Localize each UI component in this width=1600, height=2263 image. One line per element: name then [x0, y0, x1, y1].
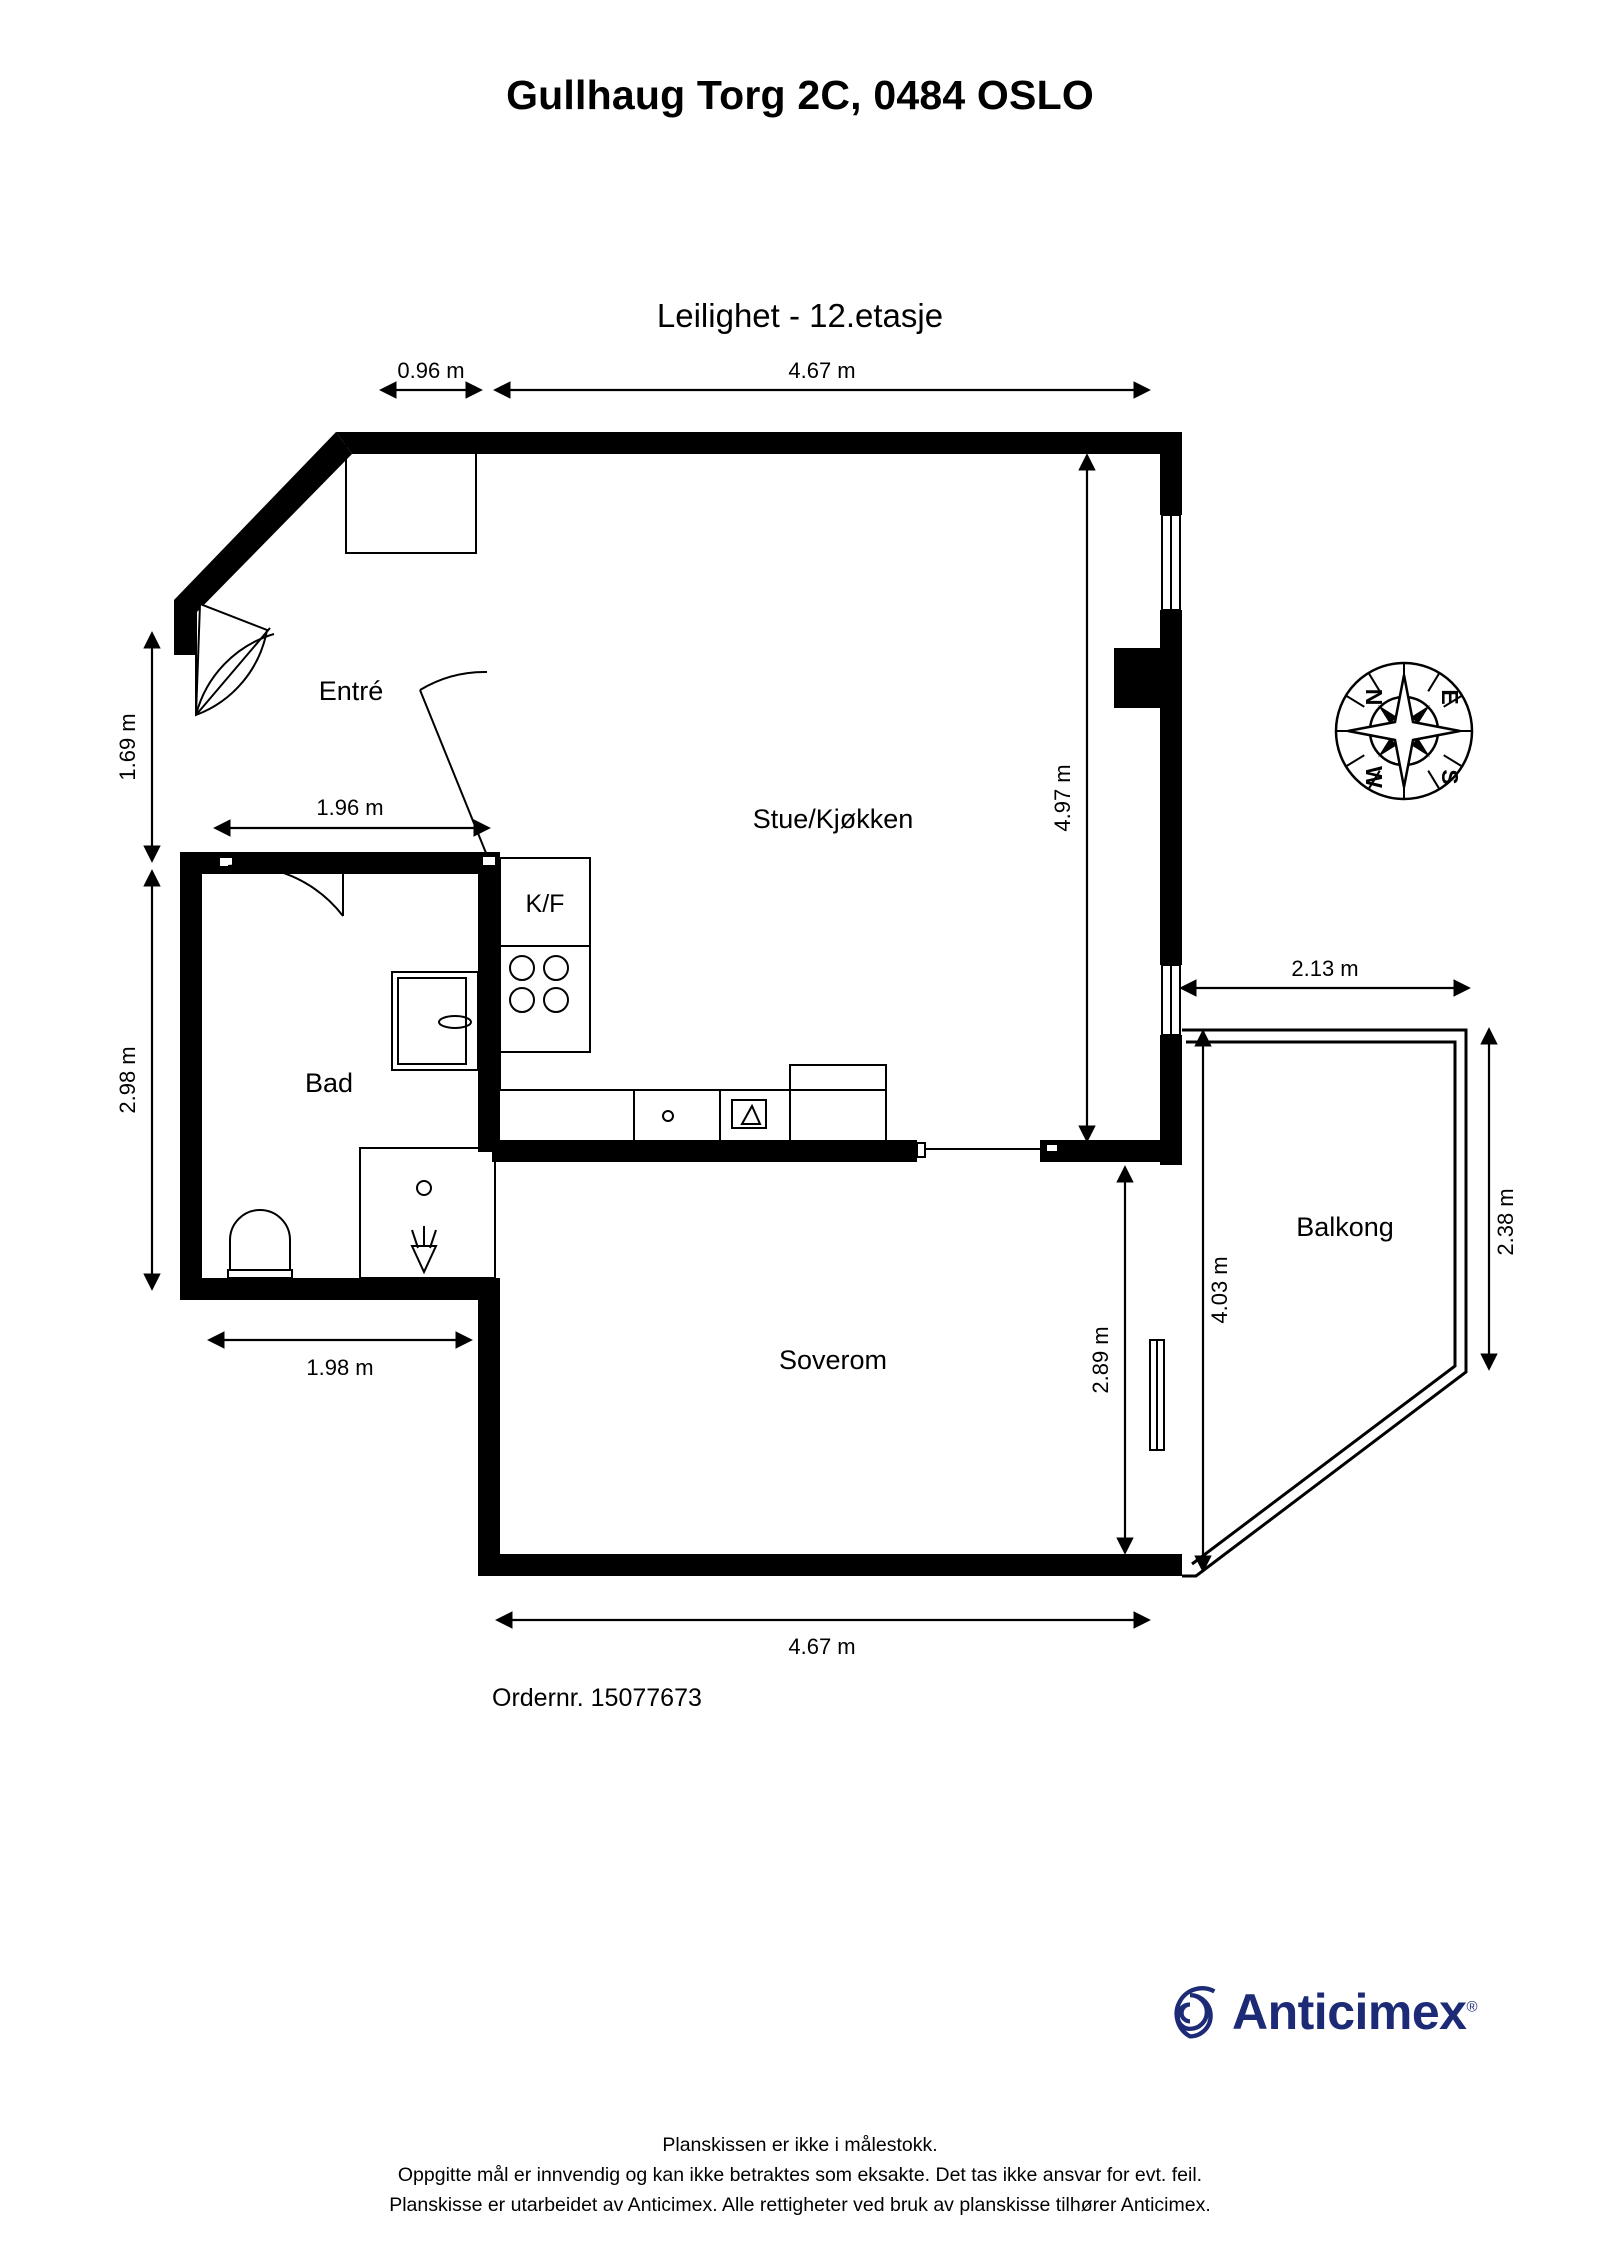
footer-disclaimer: Planskissen er ikke i målestokk. Oppgitt…	[0, 2130, 1600, 2220]
compass-label-north: N	[1361, 689, 1387, 706]
door-group	[194, 600, 488, 917]
kitchen-fixtures	[499, 857, 887, 1143]
room-label-stue-kjokken: Stue/Kjøkken	[753, 804, 914, 834]
room-label-kf-cabinet: K/F	[526, 890, 565, 918]
dimension-label-top-living-width: 4.67 m	[788, 358, 855, 383]
dimension-label-balcony-width: 2.13 m	[1291, 956, 1358, 981]
anticimex-logo: Anticimex®	[1160, 1982, 1478, 2042]
dimension-label-left-entre-height: 1.69 m	[115, 713, 140, 780]
compass-label-east: E	[1437, 689, 1463, 704]
compass-label-west: W	[1361, 766, 1387, 788]
wall-group	[174, 432, 1182, 1576]
compass-rose-icon: N E S W	[1334, 661, 1474, 801]
page-title: Gullhaug Torg 2C, 0484 OSLO	[506, 72, 1094, 118]
room-label-soverom: Soverom	[779, 1345, 887, 1375]
dimension-label-living-height: 4.97 m	[1050, 764, 1075, 831]
anticimex-spiral-icon	[1174, 1986, 1216, 2039]
dimension-lines	[143, 381, 1498, 1629]
dimension-label-top-left-entry-width: 0.96 m	[397, 358, 464, 383]
footer-line-2: Oppgitte mål er innvendig og kan ikke be…	[397, 2164, 1203, 2186]
footer-line-3: Planskisse er utarbeidet av Anticimex. A…	[389, 2194, 1211, 2216]
room-label-entre: Entré	[319, 676, 384, 706]
dimension-label-balcony-depth: 4.03 m	[1207, 1256, 1232, 1323]
plan-subtitle: Leilighet - 12.etasje	[656, 297, 944, 334]
room-label-balkong: Balkong	[1296, 1212, 1394, 1242]
order-number: Ordernr. 15077673	[492, 1684, 702, 1712]
dimension-label-entre-width: 1.96 m	[316, 795, 383, 820]
bathroom-fixtures	[227, 971, 496, 1279]
entry-closet	[345, 439, 477, 554]
dimension-label-bedroom-height: 2.89 m	[1088, 1326, 1113, 1393]
window-group	[218, 514, 1181, 1451]
balcony-outline	[1182, 1028, 1468, 1578]
registered-trademark-symbol: ®	[1466, 1998, 1478, 2016]
room-label-bad: Bad	[305, 1068, 353, 1098]
dimension-label-balcony-right-height: 2.38 m	[1493, 1188, 1518, 1255]
dimension-label-left-bad-height: 2.98 m	[115, 1046, 140, 1113]
anticimex-word-text: Anticimex	[1232, 1984, 1467, 2040]
footer-line-1: Planskissen er ikke i målestokk.	[662, 2134, 938, 2156]
dimension-label-bad-width: 1.98 m	[306, 1355, 373, 1380]
anticimex-wordmark: Anticimex®	[1232, 1984, 1478, 2040]
compass-label-south: S	[1437, 769, 1463, 784]
dimension-label-bottom-width: 4.67 m	[788, 1634, 855, 1659]
